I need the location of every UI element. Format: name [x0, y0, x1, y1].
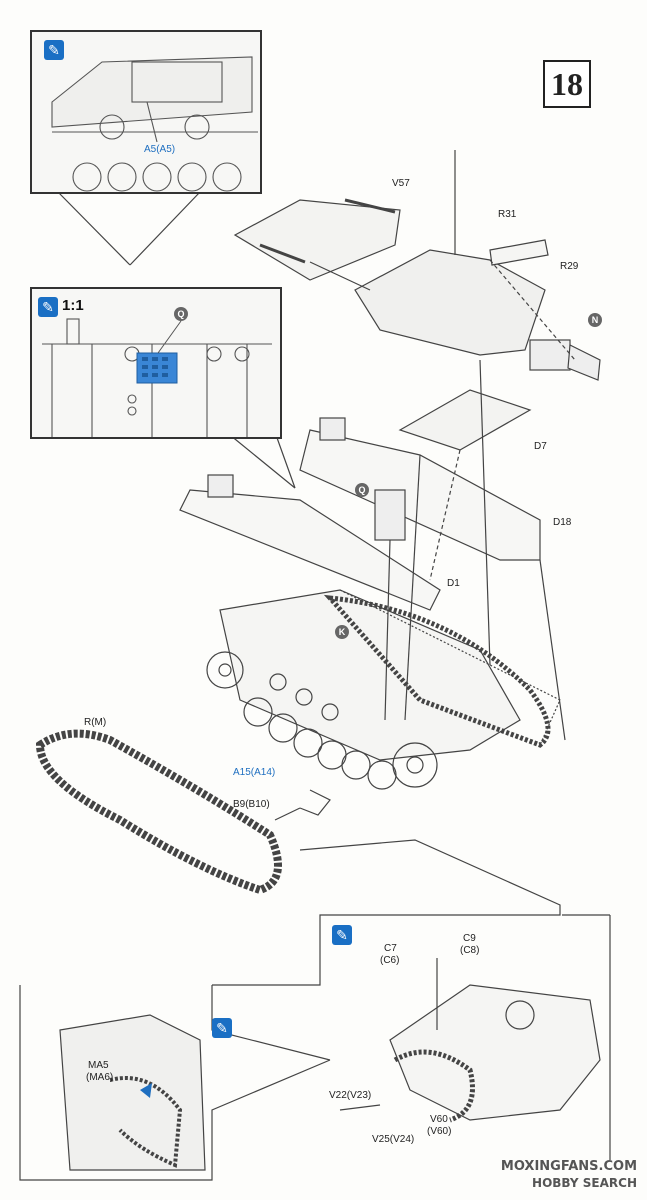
part-label-a15: A15(A14): [233, 767, 276, 778]
pencil-icon: ✎: [44, 40, 64, 60]
part-label-c9: C9: [463, 933, 476, 944]
part-label-r31: R31: [498, 209, 517, 220]
marker-n: N: [588, 313, 602, 327]
part-label-c8: (C8): [460, 945, 480, 956]
part-label-v57: V57: [392, 178, 410, 189]
scale-label: 1:1: [62, 297, 84, 314]
marker-q-inset: Q: [174, 307, 188, 321]
part-label-v60: V60: [430, 1114, 448, 1125]
part-label-r29: R29: [560, 261, 579, 272]
detail-inset-scale: ✎ 1:1 Q: [30, 287, 282, 439]
detail-inset-top: ✎ A5(A5): [30, 30, 262, 194]
marker-q: Q: [355, 483, 369, 497]
part-label-c6: (C6): [380, 955, 400, 966]
pencil-icon: ✎: [212, 1018, 232, 1038]
watermark-site: MOXINGFANS.COM: [500, 1159, 637, 1174]
part-label-b9: B9(B10): [233, 799, 270, 810]
part-label-d7: D7: [534, 441, 547, 452]
part-label-d1: D1: [447, 578, 460, 589]
inset-top-drawing: [51, 56, 258, 192]
inset-mid-drawing: [42, 318, 272, 437]
marker-k: K: [335, 625, 349, 639]
pencil-icon: ✎: [332, 925, 352, 945]
part-label-v25: V25(V24): [372, 1134, 415, 1145]
part-label-c7: C7: [384, 943, 397, 954]
part-label-rm: R(M): [84, 717, 107, 728]
pencil-icon: ✎: [38, 297, 58, 317]
part-label-d18: D18: [553, 517, 572, 528]
part-label-ma5: MA5: [88, 1060, 109, 1071]
watermark-shop: HOBBY SEARCH: [532, 1176, 637, 1190]
part-label-v22: V22(V23): [329, 1090, 372, 1101]
part-label-ma6: (MA6): [86, 1072, 114, 1083]
part-label-v60b: (V60): [427, 1126, 452, 1137]
step-number: 18: [543, 60, 591, 108]
part-label-a5: A5(A5): [144, 144, 176, 155]
